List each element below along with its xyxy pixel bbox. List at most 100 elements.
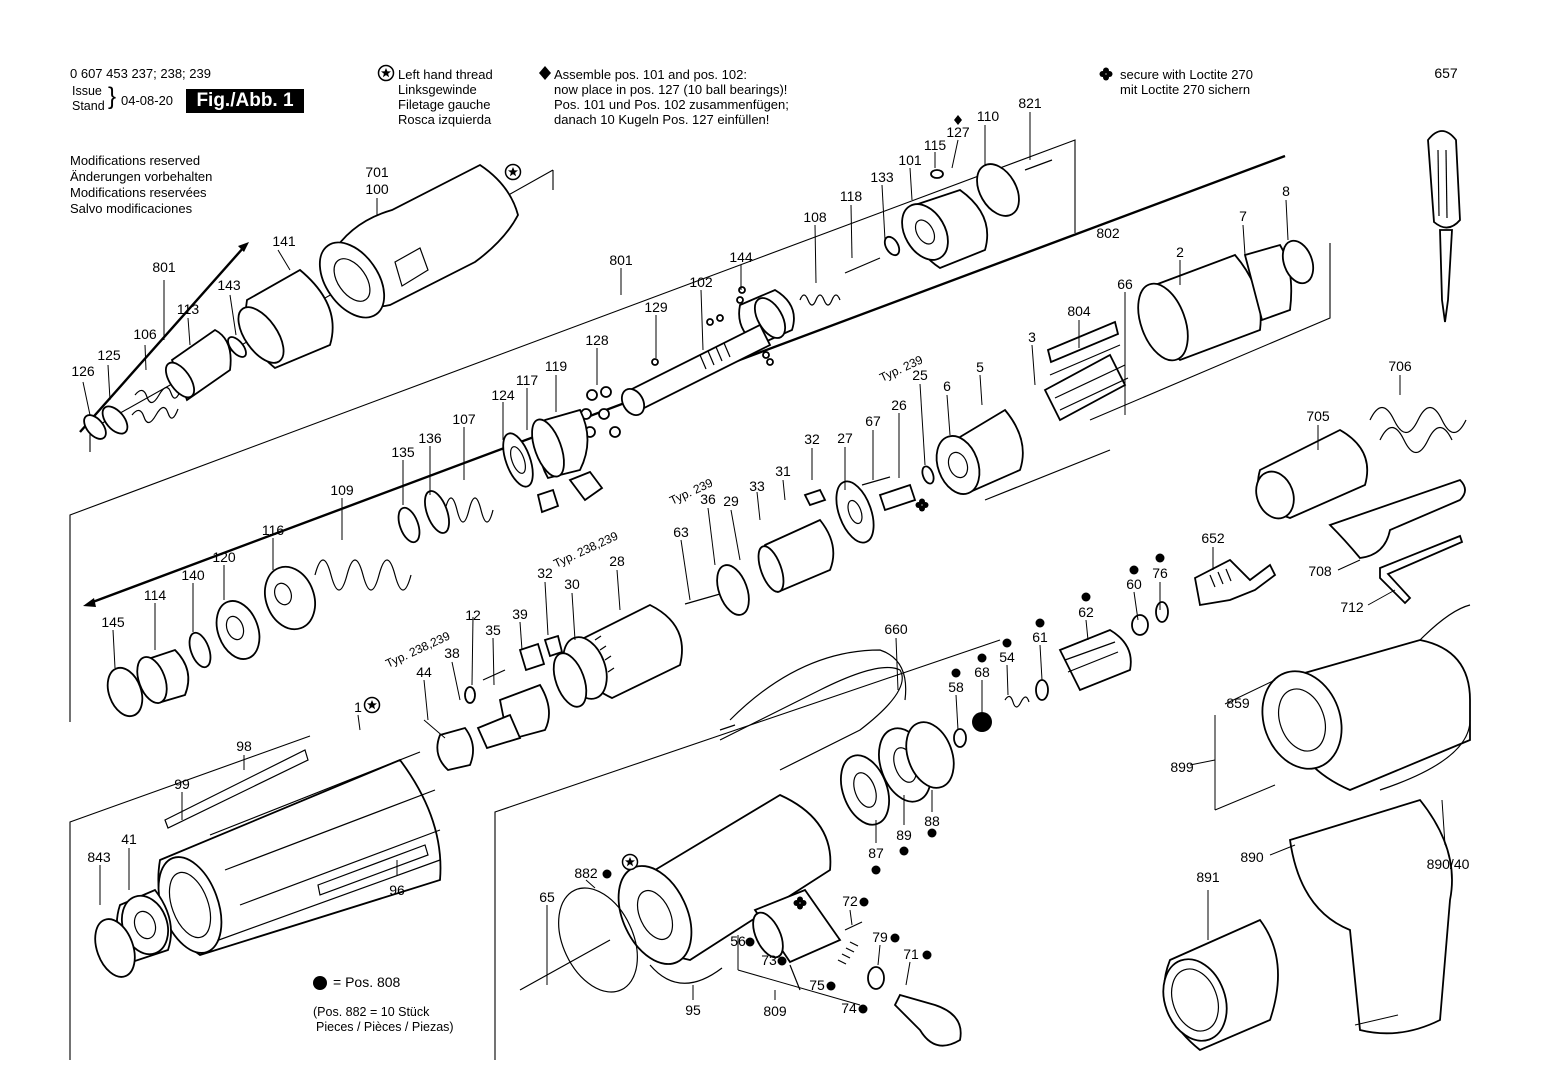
accessory-parts <box>1193 406 1467 607</box>
brace-symbol: } <box>108 83 117 110</box>
part-label-89: 89 <box>896 827 912 843</box>
part-label-652: 652 <box>1201 530 1225 546</box>
note-line: Pos. 101 und Pos. 102 zusammenfügen; <box>554 97 789 112</box>
part-label-113: 113 <box>177 301 200 317</box>
note-line: Assemble pos. 101 and pos. 102: <box>554 67 747 82</box>
diamond-icon <box>539 66 551 80</box>
filled-dot-icon <box>1155 553 1165 563</box>
part-label-41: 41 <box>121 831 137 847</box>
part-label-3: 3 <box>1028 329 1036 345</box>
part-label-657: 657 <box>1434 65 1458 81</box>
note-line: Rosca izquierda <box>398 112 492 127</box>
part-label-133: 133 <box>870 169 894 185</box>
label-markers <box>363 115 1165 1014</box>
part-label-38: 38 <box>444 645 460 661</box>
legend-footnote: Pieces / Pièces / Piezas) <box>316 1020 454 1034</box>
part-label-68: 68 <box>974 664 990 680</box>
part-label-143: 143 <box>217 277 241 293</box>
part-label-29: 29 <box>723 493 739 509</box>
part-label-75: 75 <box>809 977 825 993</box>
part-label-39: 39 <box>512 606 528 622</box>
part-label-125: 125 <box>97 347 121 363</box>
filled-dot-icon <box>826 981 836 991</box>
part-label-1: 1 <box>354 699 362 715</box>
note-line: danach 10 Kugeln Pos. 127 einfüllen! <box>554 112 770 127</box>
part-label-63: 63 <box>673 524 689 540</box>
filled-dot-icon <box>858 1004 868 1014</box>
part-label-87: 87 <box>868 845 884 861</box>
part-label-119: 119 <box>545 358 568 374</box>
part-label-6: 6 <box>943 378 951 394</box>
modifications-line: Modifications reservées <box>70 185 207 200</box>
part-label-32: 32 <box>537 565 553 581</box>
filled-dot-icon <box>1081 592 1091 602</box>
note-line: mit Loctite 270 sichern <box>1120 82 1251 97</box>
part-label-28: 28 <box>609 553 625 569</box>
part-label-30: 30 <box>564 576 580 592</box>
part-label-54: 54 <box>999 649 1015 665</box>
modifications-line: Modifications reserved <box>70 153 201 168</box>
legend-footnote: (Pos. 882 = 10 Stück <box>313 1005 430 1019</box>
part-label-2: 2 <box>1176 244 1184 260</box>
part-label-36: 36 <box>700 491 716 507</box>
part-label-107: 107 <box>452 411 476 427</box>
filled-dot-icon <box>602 869 612 879</box>
top-left-parts <box>83 163 519 440</box>
filled-dot-icon <box>899 846 909 856</box>
star-in-circle-icon <box>377 64 395 82</box>
part-label-115: 115 <box>924 137 947 153</box>
part-label-88: 88 <box>924 813 940 829</box>
filled-dot-icon <box>1035 618 1045 628</box>
part-label-99: 99 <box>174 776 190 792</box>
part-label-114: 114 <box>144 587 167 603</box>
part-label-821: 821 <box>1018 95 1042 111</box>
part-label-801: 801 <box>609 252 633 268</box>
part-label-5: 5 <box>976 359 984 375</box>
part-label-73: 73 <box>761 952 777 968</box>
part-label-705: 705 <box>1306 408 1330 424</box>
part-label-95: 95 <box>685 1002 701 1018</box>
modifications-line: Änderungen vorbehalten <box>70 169 213 184</box>
part-label-56: 56 <box>730 933 746 949</box>
part-label-712: 712 <box>1340 599 1364 615</box>
note-line: Linksgewinde <box>398 82 477 97</box>
part-label-109: 109 <box>330 482 354 498</box>
part-label-135: 135 <box>391 444 415 460</box>
diamond-icon <box>954 115 962 125</box>
part-labels: 657 701 100 141 801 143 113 106 125 126 … <box>71 65 1469 1019</box>
part-label-859: 859 <box>1226 695 1250 711</box>
filled-dot-icon <box>859 897 869 907</box>
part-label-44: 44 <box>416 664 432 680</box>
part-label-58: 58 <box>948 679 964 695</box>
note-line: Left hand thread <box>398 67 493 82</box>
part-label-66: 66 <box>1117 276 1133 292</box>
screwdriver-657 <box>1427 130 1461 323</box>
filled-dot-icon <box>890 933 900 943</box>
legend-dot-text: = Pos. 808 <box>333 974 401 990</box>
part-label-8: 8 <box>1282 183 1290 199</box>
part-label-809: 809 <box>763 1003 787 1019</box>
issue-label: Issue <box>72 84 102 98</box>
part-label-35: 35 <box>485 622 501 638</box>
part-label-106: 106 <box>133 326 157 342</box>
part-label-101: 101 <box>898 152 922 168</box>
part-label-804: 804 <box>1067 303 1091 319</box>
part-label-899: 899 <box>1170 759 1194 775</box>
leader-lines <box>82 112 1446 1026</box>
part-label-890-40: 890/40 <box>1427 856 1470 872</box>
part-label-96: 96 <box>389 882 405 898</box>
part-label-660: 660 <box>884 621 908 637</box>
part-label-33: 33 <box>749 478 765 494</box>
part-label-140: 140 <box>181 567 205 583</box>
part-label-128: 128 <box>585 332 609 348</box>
part-label-141: 141 <box>272 233 296 249</box>
part-label-60: 60 <box>1126 576 1142 592</box>
filled-dot-icon <box>977 653 987 663</box>
axis-parts <box>106 159 1053 718</box>
part-label-62: 62 <box>1078 604 1094 620</box>
part-label-120: 120 <box>212 549 236 565</box>
star-in-circle-icon <box>504 163 522 181</box>
valve-housing-parts <box>519 601 1169 1047</box>
filled-dot-icon <box>745 937 755 947</box>
part-label-12: 12 <box>465 607 481 623</box>
